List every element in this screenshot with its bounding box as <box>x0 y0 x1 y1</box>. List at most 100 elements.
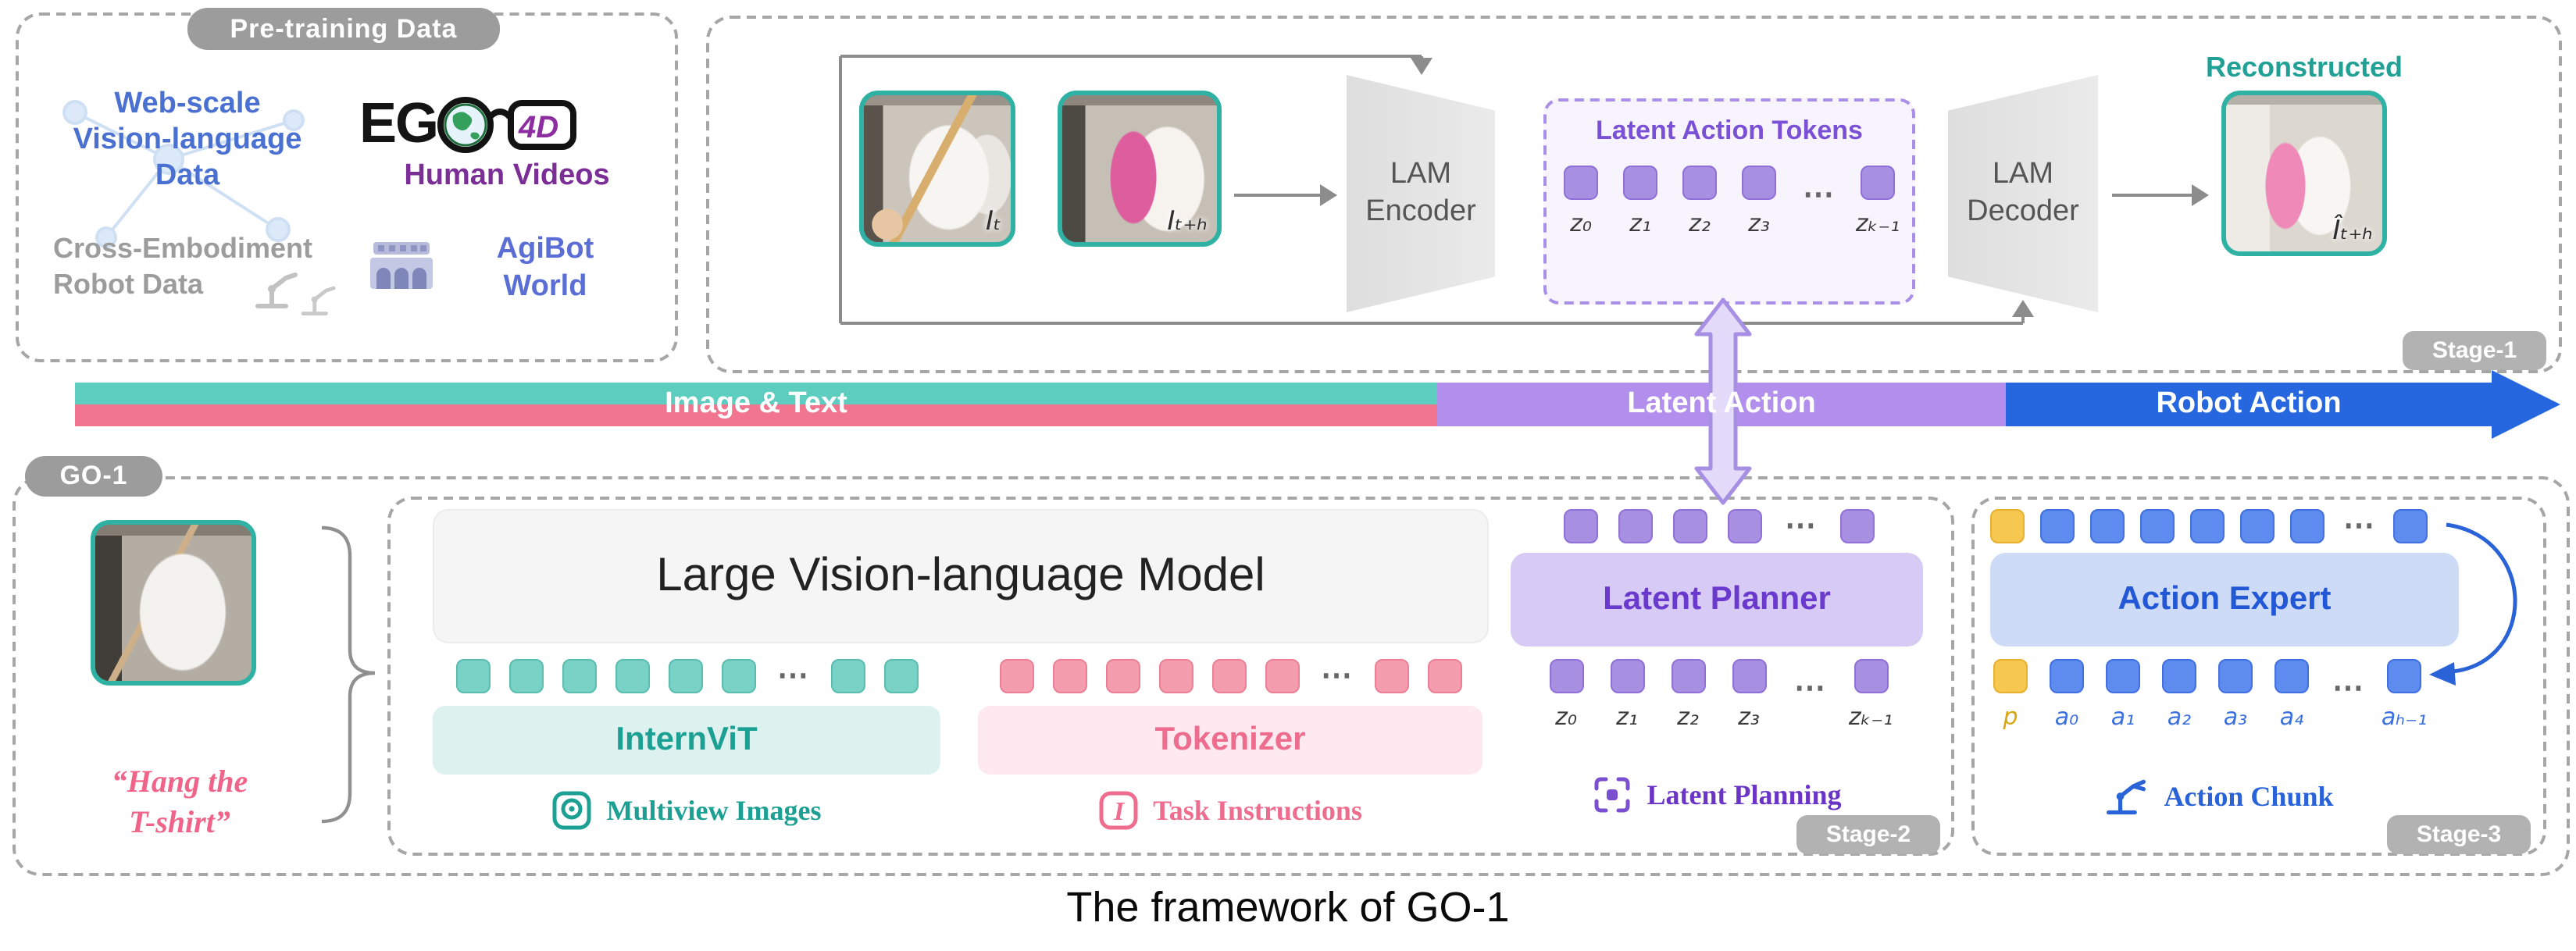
ego4d-eg-text: EG <box>359 91 439 155</box>
action-chunk-label: Action Chunk <box>2164 780 2334 811</box>
token-label: a₁ <box>2110 703 2135 731</box>
text-token-square <box>1105 659 1140 693</box>
token-label: z₂ <box>1689 209 1711 237</box>
token-label: z₁ <box>1629 209 1651 237</box>
image-t-label: Iₜ <box>985 206 1001 237</box>
bar-latent-action-label: Latent Action <box>1627 387 1816 420</box>
token-label: z₂ <box>1677 703 1699 731</box>
stage3-box <box>1971 497 2546 856</box>
token-column: p <box>1990 659 2031 731</box>
latent-action-token-row: z₀ z₁ z₂ z₃ ⋯ zₖ₋₁ <box>1547 166 1912 237</box>
bar-image-text-label: Image & Text <box>665 387 847 420</box>
stage3-pill: Stage-3 <box>2387 815 2531 854</box>
token-column: z₂ <box>1668 659 1708 731</box>
token-label: z₁ <box>1616 703 1638 731</box>
ellipsis: ⋯ <box>777 659 808 693</box>
task-icon-letter: I <box>1113 797 1126 826</box>
colosseum-icon <box>370 242 433 289</box>
text-token-square <box>1427 659 1461 693</box>
token-column: z₁ <box>1620 166 1661 237</box>
task-instruction-quote: “Hang the T-shirt” <box>111 765 248 840</box>
token-label: zₖ₋₁ <box>1848 703 1893 731</box>
token-column: z₀ <box>1546 659 1586 731</box>
stage2-box <box>387 497 1954 856</box>
token-column: ⋯ <box>1798 178 1839 225</box>
action-token-square <box>2106 659 2140 693</box>
input-image-t: Iₜ <box>859 91 1015 247</box>
vision-token-square <box>562 659 596 693</box>
ellipsis: ⋯ <box>1803 178 1834 212</box>
bar-arrowhead <box>2492 370 2560 439</box>
token-column: aₕ₋₁ <box>2381 659 2428 731</box>
ellipsis: ⋯ <box>1794 671 1825 706</box>
action-token-square <box>2190 509 2225 543</box>
bar-robot-action-segment <box>2006 383 2492 426</box>
planner-latent-token-row: z₀ z₁ z₂ z₃ ⋯ zₖ₋₁ <box>1537 659 1900 731</box>
lam-decoder: LAM Decoder <box>1948 75 2098 312</box>
bar-robot-action-label: Robot Action <box>2156 387 2342 420</box>
lvlm-box: Large Vision-language Model <box>433 509 1489 643</box>
vision-token-square <box>615 659 649 693</box>
latent-token-square <box>1732 659 1766 693</box>
token-label: aₕ₋₁ <box>2381 703 2428 731</box>
text-token-square <box>1158 659 1193 693</box>
input-image-t-plus-h: Iₜ₊ₕ <box>1058 91 1222 247</box>
tokenizer-box: Tokenizer <box>978 706 1482 775</box>
latent-action-tokens-box: Latent Action Tokens z₀ z₁ z₂ z₃ ⋯ zₖ₋₁ <box>1543 98 1915 305</box>
token-label: z₀ <box>1555 703 1577 731</box>
token-label: a₃ <box>2223 703 2248 731</box>
ego4d-4d-text: 4D <box>518 110 558 144</box>
go1-title-pill: GO-1 <box>25 456 162 497</box>
task-instructions-row: I Task Instructions <box>978 790 1482 831</box>
latent-planner-box: Latent Planner <box>1511 553 1923 646</box>
web-scale-data-label: Web-scale Vision-language Data <box>73 87 302 192</box>
token-column: z₁ <box>1607 659 1647 731</box>
latent-action-tokens-title: Latent Action Tokens <box>1596 116 1863 145</box>
action-token-square <box>2218 659 2253 693</box>
latent-token-square <box>1564 166 1598 200</box>
input-brace <box>321 525 376 824</box>
stage2-pill: Stage-2 <box>1796 815 1940 854</box>
action-expert-box: Action Expert <box>1990 553 2459 646</box>
multiview-images-label: Multiview Images <box>606 794 822 825</box>
vision-token-square <box>830 659 865 693</box>
ego4d-logo: EG 4D <box>359 91 581 156</box>
latent-token-square <box>1618 509 1652 543</box>
action-output-token-row: p a₀ a₁ a₂ a₃ a₄ ⋯ aₕ₋₁ <box>1990 659 2428 731</box>
reconstructed-image-label: Îₜ₊ₕ <box>2332 215 2373 247</box>
token-label: a₀ <box>2054 703 2079 731</box>
internvit-box: InternViT <box>433 706 940 775</box>
action-token-square <box>2040 509 2075 543</box>
latent-token-square <box>1610 659 1644 693</box>
action-token-square <box>2387 659 2421 693</box>
task-instructions-label: Task Instructions <box>1153 794 1362 825</box>
latent-token-square <box>1672 509 1707 543</box>
latent-planning-label: Latent Planning <box>1647 778 1842 810</box>
token-label: z₃ <box>1748 209 1770 237</box>
action-token-square <box>2393 509 2428 543</box>
multiview-images-icon <box>553 791 591 830</box>
cross-embodiment-label: Cross-Embodiment Robot Data <box>53 233 313 301</box>
network-deco-icon <box>62 100 305 248</box>
robot-arm-icon <box>301 286 336 315</box>
text-token-square <box>1265 659 1299 693</box>
vision-token-square <box>668 659 702 693</box>
latent-token-square <box>1742 166 1776 200</box>
token-column: a₀ <box>2046 659 2087 731</box>
vision-token-square <box>883 659 918 693</box>
text-token-square <box>1374 659 1408 693</box>
go1-box <box>12 476 2570 876</box>
agibot-world-label: AgiBot World <box>496 233 594 303</box>
latent-token-square <box>1839 509 1874 543</box>
figure-caption: The framework of GO-1 <box>1066 884 1510 931</box>
stage1-box <box>706 16 2562 373</box>
action-chunk-robot-icon <box>2107 779 2146 815</box>
task-instructions-icon: I <box>1099 791 1138 830</box>
multiview-images-row: Multiview Images <box>433 790 940 831</box>
token-column: ⋯ <box>2328 671 2368 718</box>
vision-token-row: ⋯ <box>433 659 940 693</box>
token-column: z₀ <box>1561 166 1601 237</box>
latent-token-square <box>1623 166 1657 200</box>
text-token-square <box>999 659 1033 693</box>
